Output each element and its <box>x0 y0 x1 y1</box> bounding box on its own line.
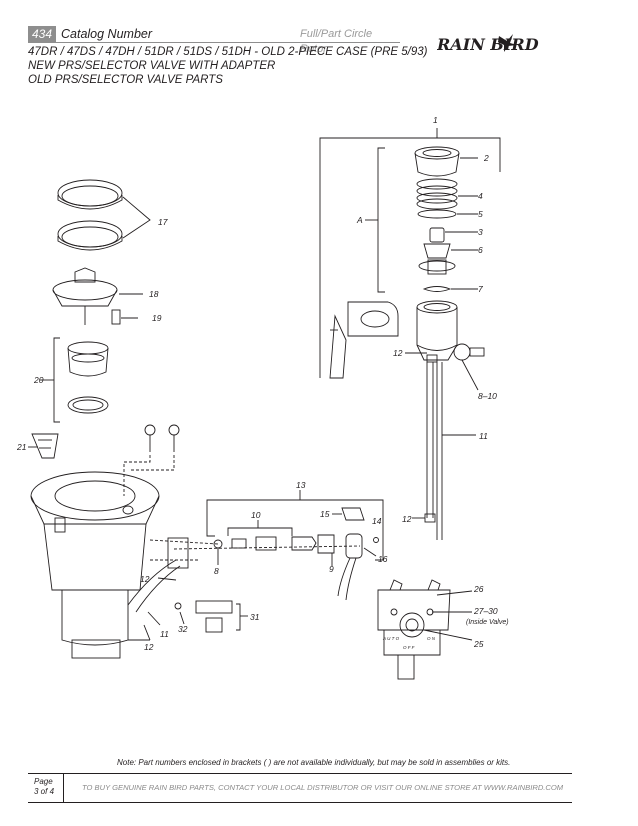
callout-5: 5 <box>478 209 483 219</box>
callout-7: 7 <box>478 284 483 294</box>
callout-3: 3 <box>478 227 483 237</box>
rotor-cap <box>414 146 478 177</box>
selector-valve <box>377 579 473 680</box>
callout-15: 15 <box>320 509 330 519</box>
callout-12c: 12 <box>140 574 150 584</box>
page-of: 3 of 4 <box>34 787 55 796</box>
page-label: Page <box>34 777 53 786</box>
callout-12a: 12 <box>393 348 403 358</box>
page-indicator: Page 3 of 4 <box>28 774 64 802</box>
logo-text: RAIN BIRD <box>437 35 539 54</box>
callout-19: 19 <box>152 313 162 323</box>
seal-assembly <box>40 337 109 423</box>
callout-11a: 11 <box>479 431 488 441</box>
circle-type: Full/Part Circle Rotor <box>300 28 373 55</box>
bird-icon <box>498 34 517 52</box>
callout-16: 16 <box>378 554 388 564</box>
valve-internals <box>206 490 384 601</box>
dial-auto: A U T O <box>382 636 400 641</box>
nozzle-assembly-group <box>319 128 501 378</box>
callout-13: 13 <box>296 480 306 490</box>
rotor-body-can <box>30 471 160 659</box>
footer-message: TO BUY GENUINE RAIN BIRD PARTS, CONTACT … <box>82 783 564 792</box>
title-line-1: 47DR / 47DS / 47DH / 51DR / 51DS / 51DH … <box>28 46 428 58</box>
inside-valve-note: (Inside Valve) <box>466 619 509 626</box>
callout-12d: 12 <box>144 642 154 652</box>
title-line-3: OLD PRS/SELECTOR VALVE PARTS <box>28 74 223 86</box>
callout-10: 10 <box>251 510 261 520</box>
callout-9: 9 <box>329 564 334 574</box>
callout-11b: 11 <box>160 629 169 639</box>
callout-a: A <box>356 215 363 225</box>
callout-17: 17 <box>158 217 168 227</box>
rotor-case-body <box>329 300 485 540</box>
rain-bird-logo: RAIN BIRD <box>437 34 539 54</box>
callout-21: 21 <box>16 442 27 452</box>
parts-note: Note: Part numbers enclosed in brackets … <box>117 758 511 767</box>
spring <box>416 178 478 210</box>
assembly-guidelines <box>149 539 361 561</box>
riser-stem <box>418 227 478 275</box>
callout-4: 4 <box>478 191 483 201</box>
callout-2: 2 <box>483 153 489 163</box>
callout-8-10: 8–10 <box>478 391 497 401</box>
dial-off: O F F <box>403 645 415 650</box>
callout-8: 8 <box>214 566 219 576</box>
prs-valve-assembly <box>127 537 248 641</box>
catalog-label: Catalog Number <box>61 27 153 41</box>
page-footer: Page 3 of 4 TO BUY GENUINE RAIN BIRD PAR… <box>28 773 572 803</box>
retaining-clip <box>422 286 452 292</box>
callout-1: 1 <box>433 115 438 125</box>
callout-26: 26 <box>473 584 484 594</box>
callout-25: 25 <box>473 639 484 649</box>
filter-and-screws <box>28 424 180 496</box>
header-rule <box>28 42 400 43</box>
page-number: 434 <box>28 26 56 42</box>
callout-31: 31 <box>250 612 260 622</box>
snap-rings <box>57 179 151 251</box>
callout-20: 20 <box>33 375 44 385</box>
page-titles: 47DR / 47DS / 47DH / 51DR / 51DS / 51DH … <box>28 45 427 87</box>
callout-27-30: 27–30 <box>473 606 498 616</box>
nozzle-housing <box>52 267 143 325</box>
callout-32: 32 <box>178 624 188 634</box>
callout-6: 6 <box>478 245 483 255</box>
snap-ring <box>417 209 457 219</box>
dial-on: O N <box>427 636 436 641</box>
callout-14: 14 <box>372 516 382 526</box>
callout-12b: 12 <box>402 514 412 524</box>
callout-18: 18 <box>149 289 159 299</box>
page-header: 434 Catalog Number Full/Part Circle Roto… <box>28 26 400 55</box>
title-line-2: NEW PRS/SELECTOR VALVE WITH ADAPTER <box>28 60 276 72</box>
